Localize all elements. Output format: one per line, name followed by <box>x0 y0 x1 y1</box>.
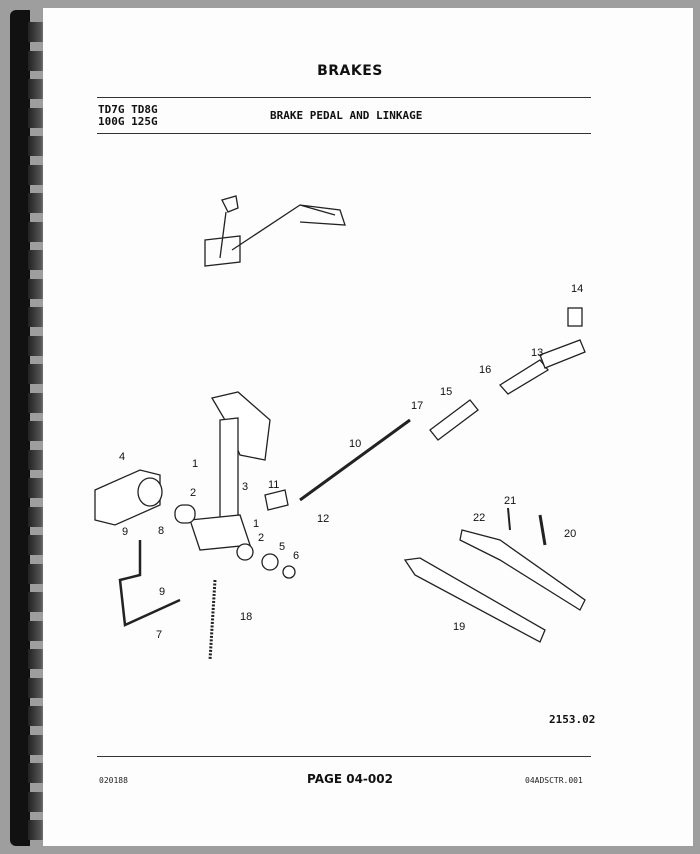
callout-number: 7 <box>156 629 162 641</box>
callout-number: 6 <box>293 550 299 562</box>
header-rule-bottom <box>97 133 591 134</box>
location-inset <box>204 195 346 267</box>
callout-number: 15 <box>440 386 452 398</box>
file-code: 04ADSCTR.001 <box>525 776 583 785</box>
callout-number: 17 <box>411 400 423 412</box>
callout-number: 5 <box>279 541 285 553</box>
callout-number: 12 <box>317 513 329 525</box>
callout-number: 9 <box>159 586 165 598</box>
models-line-2: 100G 125G <box>98 115 158 128</box>
callout-number: 2 <box>190 487 196 499</box>
pedal-assembly <box>174 391 271 551</box>
callout-number: 9 <box>122 526 128 538</box>
header-rule-top <box>97 97 591 98</box>
footer-rule <box>97 756 591 757</box>
page-number: PAGE 04-002 <box>307 772 393 786</box>
bracket-part-4 <box>94 469 163 526</box>
section-title: BRAKES <box>317 63 383 79</box>
callout-number: 16 <box>479 364 491 376</box>
callout-number: 14 <box>571 283 583 295</box>
callout-number: 18 <box>240 611 252 623</box>
callout-number: 3 <box>242 481 248 493</box>
models-line-1: TD7G TD8G <box>98 103 158 116</box>
callout-number: 10 <box>349 438 361 450</box>
callout-number: 2 <box>258 532 264 544</box>
linkage-parts <box>118 307 586 661</box>
binding-spine <box>10 10 30 846</box>
callout-number: 19 <box>453 621 465 633</box>
callout-number: 22 <box>473 512 485 524</box>
callout-number: 21 <box>504 495 516 507</box>
page-subtitle: BRAKE PEDAL AND LINKAGE <box>270 109 423 122</box>
callout-number: 1 <box>192 458 198 470</box>
model-list: TD7G TD8G 100G 125G <box>98 104 158 128</box>
callout-number: 4 <box>119 451 125 463</box>
callout-number: 11 <box>268 479 279 491</box>
callout-number: 20 <box>564 528 576 540</box>
callout-number: 8 <box>158 525 164 537</box>
manual-page <box>43 8 693 846</box>
callout-number: 13 <box>531 347 543 359</box>
date-code: 020188 <box>99 776 128 785</box>
drawing-number: 2153.02 <box>549 713 596 726</box>
callout-number: 1 <box>253 518 259 530</box>
